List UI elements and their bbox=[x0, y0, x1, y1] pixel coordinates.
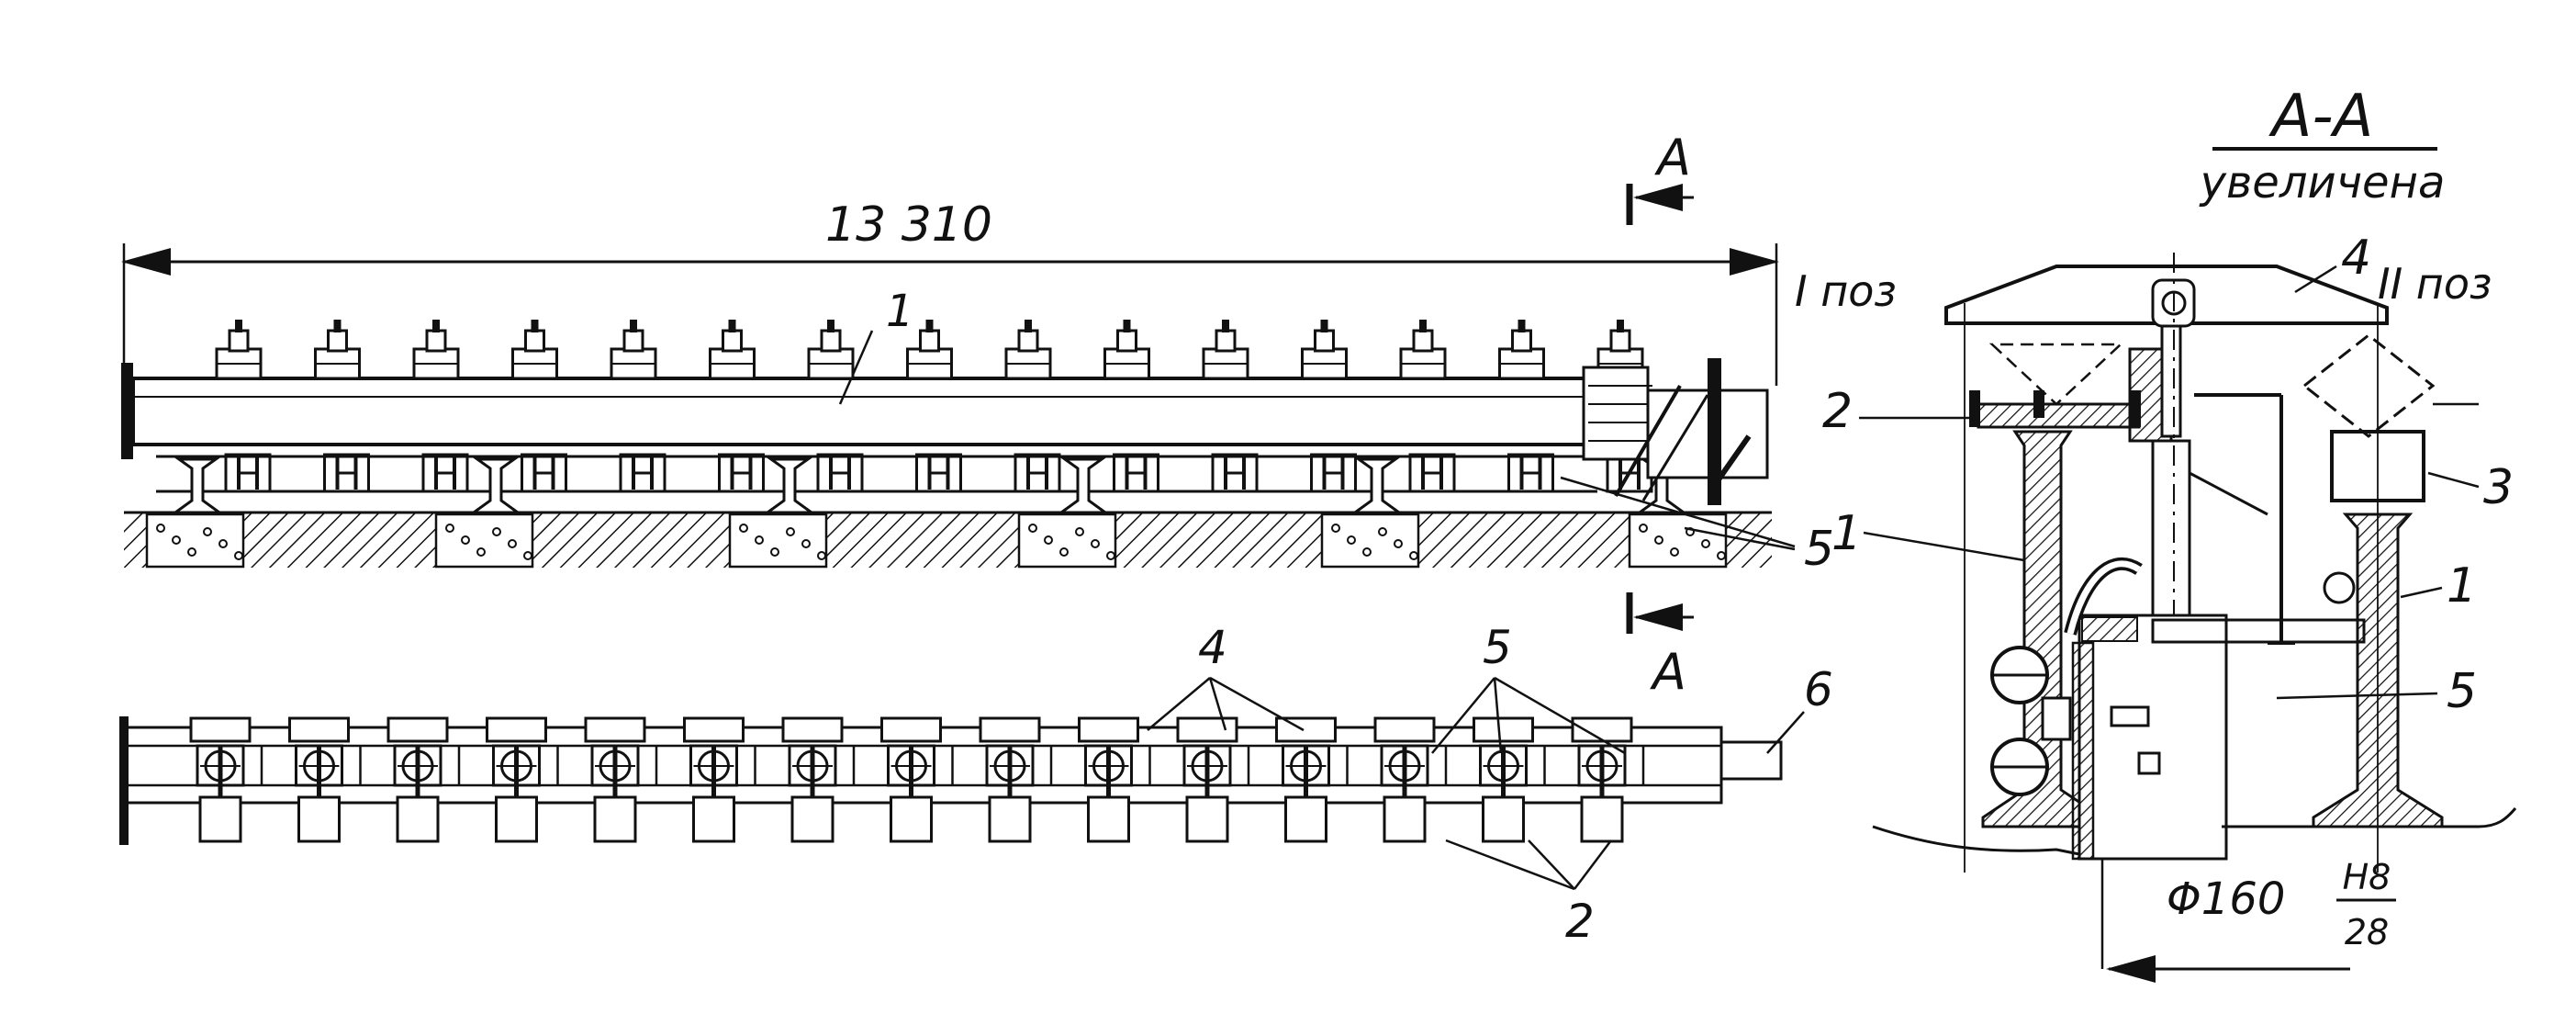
support bbox=[1507, 453, 1554, 493]
plan-unit bbox=[683, 716, 756, 843]
position-2-label: II поз bbox=[2378, 259, 2492, 309]
plan-unit bbox=[1571, 716, 1645, 843]
gripper bbox=[807, 320, 855, 380]
gripper-row-top bbox=[215, 320, 1644, 380]
support bbox=[1014, 453, 1061, 493]
support bbox=[816, 453, 864, 493]
dimension-label: 13 310 bbox=[825, 197, 992, 253]
plan-unit bbox=[1275, 716, 1349, 843]
concrete-block bbox=[434, 512, 534, 569]
fit-prefix: Φ160 bbox=[2167, 873, 2285, 925]
gripper bbox=[511, 320, 558, 380]
callout-1-side: 1 bbox=[886, 286, 914, 337]
support bbox=[619, 453, 666, 493]
ground-line bbox=[1872, 825, 2080, 856]
section-a-a: А-А увеличена I поз II поз 4 2 1 bbox=[1795, 83, 2517, 983]
plan-unit bbox=[781, 716, 856, 843]
callout-4-plan: 4 bbox=[1198, 621, 1227, 674]
hydraulic-fittings bbox=[1990, 558, 2143, 796]
plan-units bbox=[189, 716, 1645, 843]
section-letter-top: А bbox=[1654, 129, 1691, 186]
gripper bbox=[412, 320, 460, 380]
concrete-blocks bbox=[145, 512, 1728, 569]
support bbox=[1113, 453, 1159, 493]
support bbox=[521, 453, 567, 493]
callout-5-section: 5 bbox=[2447, 664, 2477, 719]
rail-profile bbox=[171, 457, 224, 514]
gripper bbox=[709, 320, 756, 380]
concrete-block bbox=[1017, 512, 1117, 569]
support bbox=[421, 453, 469, 493]
plan-view: 4 5 2 6 bbox=[119, 621, 1833, 948]
support bbox=[224, 453, 272, 493]
support-row bbox=[156, 453, 1688, 514]
main-beam bbox=[131, 377, 1595, 446]
section-marker-bottom: А bbox=[1626, 592, 1694, 701]
gripper bbox=[215, 320, 263, 380]
rail-profile bbox=[469, 457, 522, 514]
callout-1-section-left: 1 bbox=[1831, 506, 1862, 561]
end-plate bbox=[121, 363, 133, 459]
callout-3-section: 3 bbox=[2483, 460, 2514, 515]
drive-stub bbox=[1719, 740, 1783, 781]
callout-5-plan: 5 bbox=[1483, 621, 1512, 674]
fit-lower: 28 bbox=[2345, 912, 2389, 952]
fit-upper: H8 bbox=[2343, 857, 2391, 897]
gripper bbox=[610, 320, 657, 380]
plan-unit bbox=[979, 716, 1053, 843]
concrete-block bbox=[728, 512, 828, 569]
callout-5-side: 5 bbox=[1804, 522, 1834, 577]
gripper bbox=[1301, 320, 1348, 380]
housing bbox=[2078, 614, 2228, 861]
foundation bbox=[124, 512, 1772, 568]
support bbox=[1408, 453, 1456, 493]
plan-unit bbox=[1473, 716, 1546, 843]
gripper bbox=[906, 320, 953, 380]
rail-profile bbox=[1350, 457, 1404, 514]
plan-unit bbox=[880, 716, 954, 843]
callout-1-section-right: 1 bbox=[2447, 558, 2477, 614]
section-title: А-А bbox=[2268, 83, 2374, 151]
plan-unit bbox=[584, 716, 658, 843]
gripper bbox=[1004, 320, 1052, 380]
callout-4-section: 4 bbox=[2341, 231, 2371, 286]
rail-profile bbox=[1057, 457, 1110, 514]
support bbox=[718, 453, 765, 493]
concrete-block bbox=[1320, 512, 1420, 569]
callout-2-section: 2 bbox=[1822, 384, 1853, 439]
plan-unit bbox=[1078, 716, 1151, 843]
overall-dimension-line bbox=[121, 243, 1779, 386]
support bbox=[915, 453, 962, 493]
support bbox=[323, 453, 370, 493]
plan-unit bbox=[1373, 716, 1448, 843]
plan-end-plate bbox=[119, 716, 129, 845]
section-letter-bottom: А bbox=[1650, 643, 1686, 701]
callout-2-plan: 2 bbox=[1565, 895, 1595, 948]
support bbox=[1310, 453, 1357, 493]
callout-6-plan: 6 bbox=[1804, 663, 1833, 716]
plan-unit bbox=[386, 716, 461, 843]
fit-dimension: Φ160 H8 28 bbox=[2100, 857, 2396, 983]
concrete-block bbox=[1628, 512, 1728, 569]
gripper bbox=[1399, 320, 1447, 380]
gripper bbox=[314, 320, 361, 380]
gripper bbox=[1498, 320, 1545, 380]
concrete-block bbox=[145, 512, 245, 569]
plan-unit bbox=[288, 716, 362, 843]
section-subtitle: увеличена bbox=[2199, 157, 2446, 208]
plan-unit bbox=[189, 716, 263, 843]
plan-unit bbox=[1176, 716, 1250, 843]
end-mechanism bbox=[1582, 358, 1769, 505]
rail-profile bbox=[763, 457, 816, 514]
section-marker-top: А bbox=[1626, 129, 1694, 225]
plan-unit bbox=[486, 716, 559, 843]
gripper bbox=[1103, 320, 1150, 380]
support bbox=[1211, 453, 1259, 493]
side-view: 13 310 1 5 bbox=[121, 129, 1834, 701]
gripper bbox=[1202, 320, 1249, 380]
position-1-label: I поз bbox=[1795, 266, 1897, 316]
